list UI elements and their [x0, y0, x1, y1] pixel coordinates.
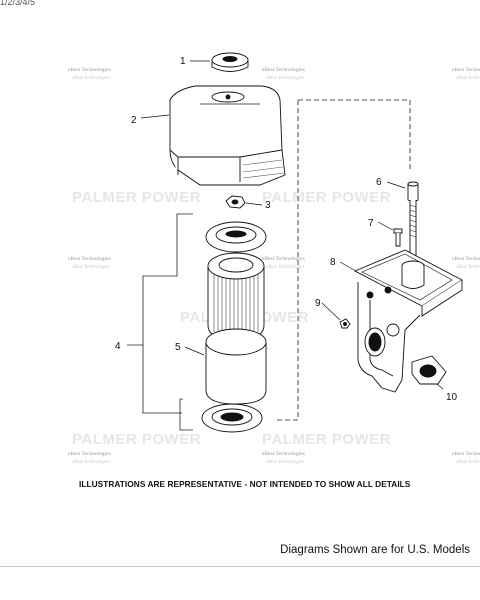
watermark-brand: PALMER POWER	[72, 189, 201, 206]
part-fitting	[339, 318, 351, 329]
watermark-stamp: eBest Technologies	[266, 76, 304, 81]
group-bracket	[142, 213, 193, 431]
part-tube	[407, 181, 419, 202]
callout-labels: 1 2 3 4 5 6 7 8 9 10	[115, 56, 458, 403]
watermark-stamp: eBest Technologies	[452, 451, 480, 457]
watermark-stamp: eBest Technologies	[68, 67, 111, 73]
watermark-stamp: eBest Technologies	[68, 256, 111, 262]
part-filter	[207, 252, 265, 341]
part-precleaner	[205, 328, 267, 405]
disclaimer-text: ILLUSTRATIONS ARE REPRESENTATIVE - NOT I…	[79, 479, 411, 489]
watermark-stamp: eBest Technologies	[72, 265, 110, 270]
watermark-stamp: eBest Technologies	[262, 67, 305, 73]
callout-10: 10	[446, 392, 458, 403]
part-nut	[225, 195, 246, 209]
part-base	[353, 200, 463, 393]
callout-7: 7	[368, 218, 374, 229]
callout-6: 6	[376, 177, 382, 188]
watermark-stamp: eBest Technologies	[452, 67, 480, 73]
watermark-brand: PALMER POWER	[262, 189, 391, 206]
callout-8: 8	[330, 257, 336, 268]
part-bolt	[393, 228, 403, 247]
watermark-stamp: eBest Technologies	[262, 256, 305, 262]
header-fragment: 1/2/3/4/5	[0, 0, 36, 6]
watermark-stamp: eBest Technologies	[452, 256, 480, 262]
watermark-stamp: eBest Technologies	[456, 76, 480, 81]
callout-1: 1	[180, 56, 186, 67]
footer-note: Diagrams Shown are for U.S. Models	[280, 544, 470, 556]
part-cover	[169, 85, 286, 186]
watermark-layer: PALMER POWER PALMER POWER PALMER POWER P…	[68, 67, 480, 465]
callout-2: 2	[131, 115, 137, 126]
watermark-stamp: eBest Technologies	[72, 460, 110, 465]
watermark-brand: PALMER POWER	[72, 431, 201, 448]
watermark-stamp: eBest Technologies	[456, 265, 480, 270]
watermark-stamp: eBest Technologies	[266, 460, 304, 465]
watermark-stamp: eBest Technologies	[262, 451, 305, 457]
watermark-stamp: eBest Technologies	[266, 265, 304, 270]
watermark-stamp: eBest Technologies	[68, 451, 111, 457]
watermark-stamp: eBest Technologies	[72, 76, 110, 81]
dashed-assembly-line	[275, 99, 411, 421]
callout-4: 4	[115, 341, 121, 352]
callout-5: 5	[175, 342, 181, 353]
part-gasket	[411, 355, 447, 385]
footer-divider	[0, 566, 480, 567]
leader-lines	[127, 60, 444, 390]
watermark-brand: PALMER POWER	[262, 431, 391, 448]
callout-3: 3	[265, 200, 271, 211]
callout-9: 9	[315, 298, 321, 309]
part-top-seal	[205, 221, 267, 253]
part-knob	[211, 52, 249, 72]
watermark-stamp: eBest Technologies	[456, 460, 480, 465]
part-bottom-seal	[201, 403, 263, 433]
